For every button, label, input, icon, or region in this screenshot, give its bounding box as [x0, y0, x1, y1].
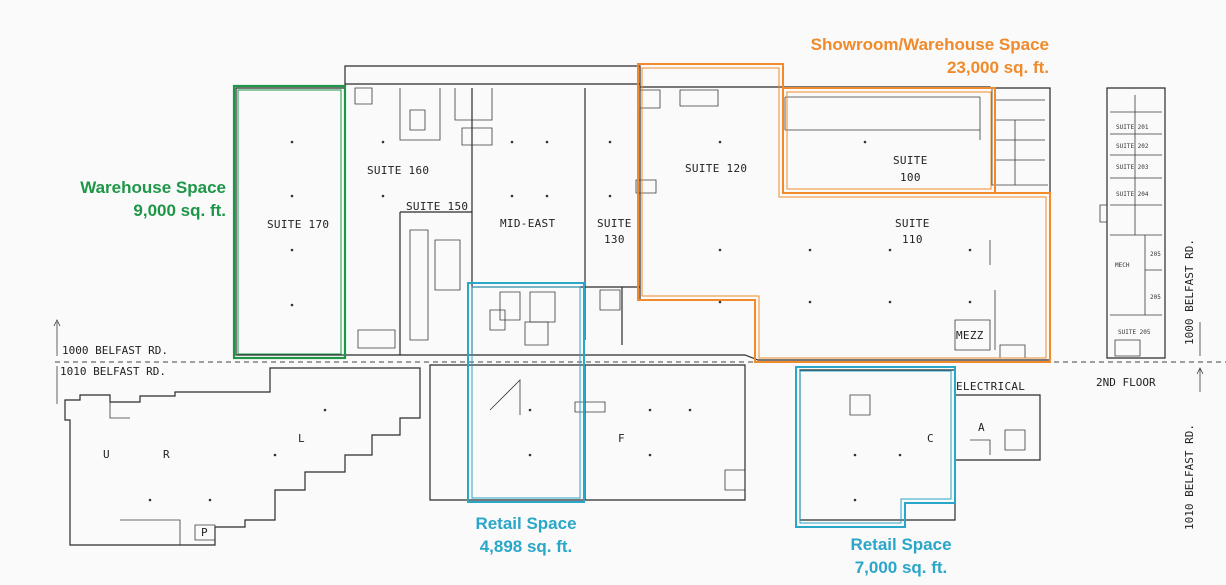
unit-l-label: L — [298, 432, 305, 445]
retail-f-callout: Retail Space 4,898 sq. ft. — [456, 512, 596, 558]
mezz-label: MEZZ — [956, 329, 984, 342]
road-label-right-1010-belfast: 1010 BELFAST RD. — [1183, 424, 1196, 530]
suite-100-label-line2: 100 — [900, 171, 921, 184]
retail-space-f-highlight — [467, 282, 585, 503]
unit-u-label: U — [103, 448, 110, 461]
unit-a-label: A — [978, 421, 985, 434]
showroom-callout-title: Showroom/Warehouse Space — [810, 35, 1049, 54]
electrical-label: ELECTRICAL — [956, 380, 1025, 393]
upper-building-outline — [235, 65, 1051, 361]
road-label-right-1000-belfast: 1000 BELFAST RD. — [1183, 239, 1196, 345]
warehouse-callout-area: 9,000 sq. ft. — [133, 201, 226, 220]
showroom-callout: Showroom/Warehouse Space 23,000 sq. ft. — [753, 33, 1049, 79]
second-floor-plan: SUITE 201 SUITE 202 SUITE 203 SUITE 204 … — [1096, 87, 1166, 389]
suite-201-label: SUITE 201 — [1116, 124, 1149, 131]
mid-east-label: MID-EAST — [500, 217, 555, 230]
suite-120-label: SUITE 120 — [685, 162, 747, 175]
suite-202-label: SUITE 202 — [1116, 143, 1149, 150]
suite-205-b-label: 205 — [1150, 294, 1161, 301]
suite-130-label-line2: 130 — [604, 233, 625, 246]
suite-205-a-label: 205 — [1150, 251, 1161, 258]
suite-150-label: SUITE 150 — [406, 200, 468, 213]
showroom-space-highlight — [637, 63, 1051, 363]
unit-c-label: C — [927, 432, 934, 445]
warehouse-callout: Warehouse Space 9,000 sq. ft. — [40, 176, 226, 222]
showroom-callout-area: 23,000 sq. ft. — [946, 58, 1049, 77]
unit-r-label: R — [163, 448, 170, 461]
suite-110-label-line1: SUITE — [895, 217, 930, 230]
unit-f-label: F — [618, 432, 625, 445]
retail-f-callout-title: Retail Space — [475, 514, 577, 533]
suite-205-c-label: SUITE 205 — [1118, 329, 1151, 336]
suite-160-label: SUITE 160 — [367, 164, 429, 177]
retail-c-callout-area: 7,000 sq. ft. — [854, 558, 948, 577]
mech-label: MECH — [1115, 262, 1130, 269]
suite-204-label: SUITE 204 — [1116, 191, 1149, 198]
suite-130-label-line1: SUITE — [597, 217, 632, 230]
retail-space-c-highlight — [795, 366, 956, 528]
suite-203-label: SUITE 203 — [1116, 164, 1149, 171]
suite-100-label-line1: SUITE — [893, 154, 928, 167]
retail-f-callout-area: 4,898 sq. ft. — [479, 537, 573, 556]
road-label-1010-belfast: 1010 BELFAST RD. — [60, 365, 166, 378]
suite-110-label-line2: 110 — [902, 233, 923, 246]
retail-c-callout: Retail Space 7,000 sq. ft. — [831, 533, 971, 579]
column-grid — [148, 140, 972, 502]
retail-c-callout-title: Retail Space — [850, 535, 952, 554]
warehouse-callout-title: Warehouse Space — [80, 178, 226, 197]
suite-170-label: SUITE 170 — [267, 218, 329, 231]
warehouse-space-highlight — [232, 84, 347, 360]
second-floor-label: 2ND FLOOR — [1096, 376, 1156, 389]
unit-p-label: P — [201, 526, 208, 539]
road-label-1000-belfast: 1000 BELFAST RD. — [62, 344, 168, 357]
